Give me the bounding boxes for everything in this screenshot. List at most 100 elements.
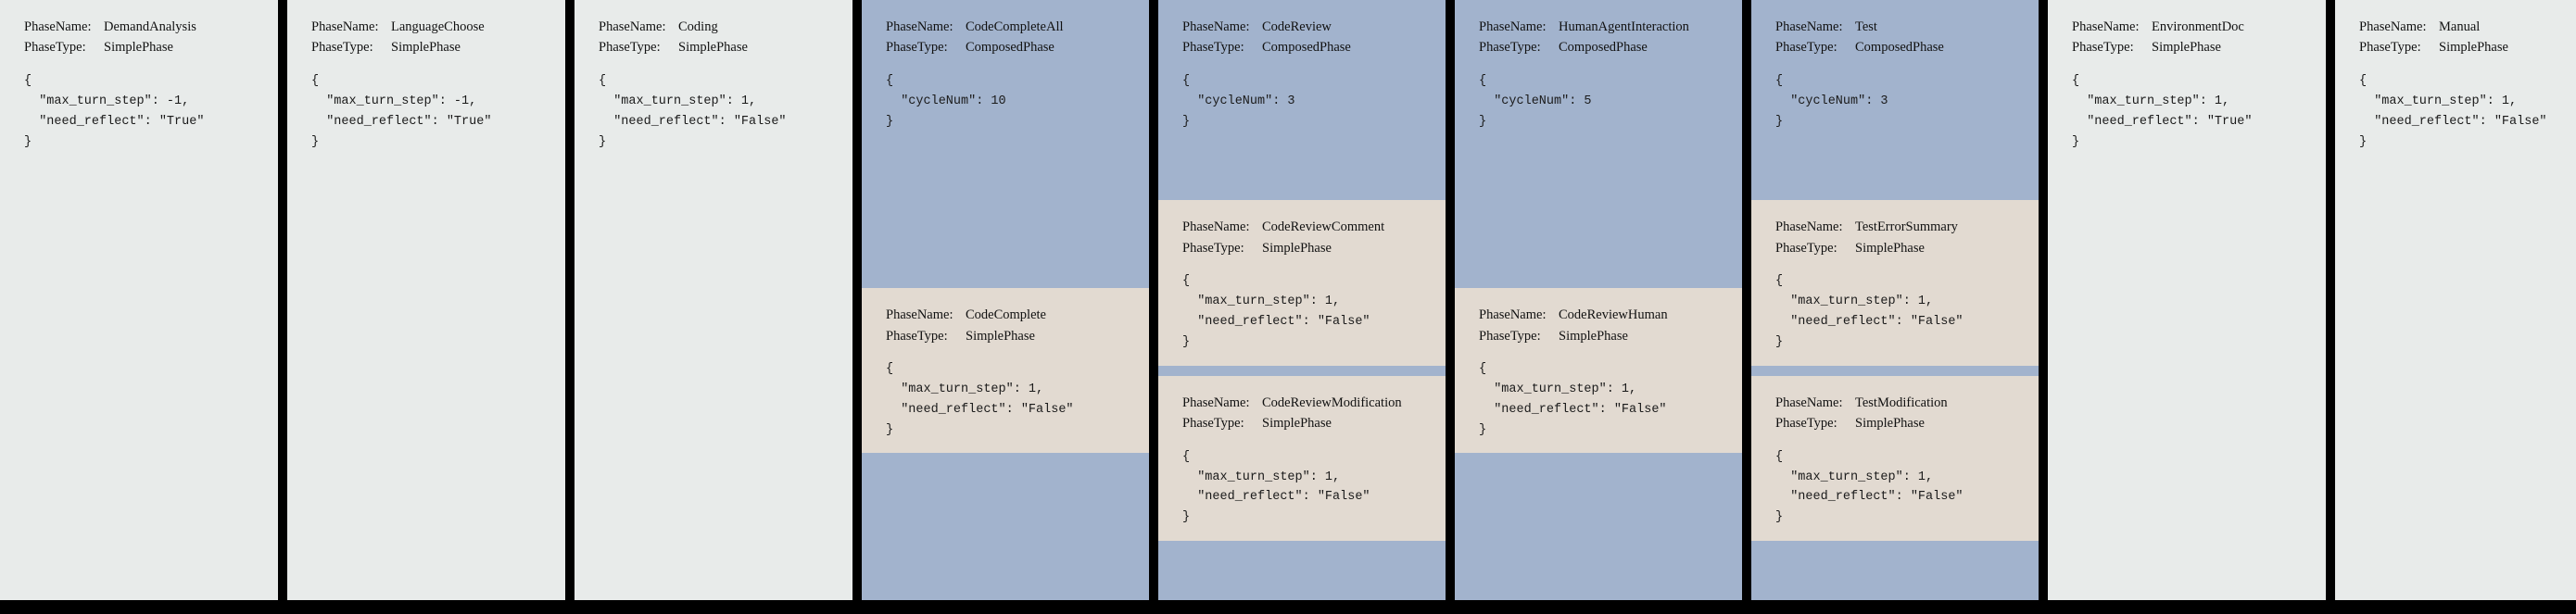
- phase-name-value: CodeCompleteAll: [966, 19, 1064, 34]
- phase-config-json: { "max_turn_step": 1, "need_reflect": "F…: [2359, 73, 2547, 149]
- composed-header-filler: [862, 141, 1149, 289]
- phase-type-value: SimplePhase: [1559, 328, 1628, 344]
- phase-type-row: PhaseType: ComposedPhase: [886, 37, 1125, 57]
- composed-footer-filler: [1158, 541, 1446, 600]
- phase-name-label: PhaseName:: [1479, 307, 1547, 323]
- phase-type-label: PhaseType:: [24, 40, 86, 56]
- card-filler: [2048, 161, 2326, 600]
- phase-name-label: PhaseName:: [311, 19, 379, 34]
- phase-name-row: PhaseName:LanguageChoose: [311, 17, 541, 37]
- phase-type-label: PhaseType:: [1479, 328, 1541, 344]
- phase-type-label: PhaseType:: [1775, 416, 1837, 432]
- composed-header-filler: [1158, 141, 1446, 201]
- phase-name-value: Manual: [2439, 19, 2481, 34]
- phase-config-json: { "cycleNum": 10 }: [886, 73, 1006, 129]
- phase-type-row: PhaseType:SimplePhase: [24, 37, 254, 57]
- phase-config-json: { "cycleNum": 3 }: [1775, 73, 1888, 129]
- phase-type-value: SimplePhase: [1262, 240, 1332, 256]
- phase-type-label: PhaseType:: [886, 40, 948, 56]
- phase-type-value: SimplePhase: [391, 40, 461, 56]
- composed-footer-filler: [1455, 453, 1742, 600]
- phase-type-row: PhaseType:ComposedPhase: [1479, 37, 1718, 57]
- phase-type-label: PhaseType:: [1182, 40, 1244, 56]
- phase-name-value: Test: [1855, 19, 1877, 34]
- phase-name-label: PhaseName:: [599, 19, 666, 34]
- phase-name-row: PhaseName:Test: [1775, 17, 2014, 37]
- phase-type-value: ComposedPhase: [966, 40, 1054, 56]
- subphase-config-json: { "max_turn_step": 1, "need_reflect": "F…: [1182, 274, 1370, 349]
- column-separator: [2326, 0, 2335, 614]
- phase-type-row: PhaseType:SimplePhase: [2359, 37, 2576, 57]
- column-separator: [565, 0, 575, 614]
- phase-type-value: SimplePhase: [1855, 416, 1925, 432]
- subphase-config-json: { "max_turn_step": 1, "need_reflect": "F…: [1479, 362, 1667, 437]
- phase-name-row: PhaseName:Coding: [599, 17, 828, 37]
- card-filler: [2335, 161, 2576, 600]
- column-separator: [1446, 0, 1455, 614]
- phase-type-label: PhaseType:: [1775, 40, 1837, 56]
- phase-name-label: PhaseName:: [1182, 19, 1250, 34]
- phase-name-label: PhaseName:: [1775, 395, 1843, 410]
- phase-name-label: PhaseName:: [2359, 19, 2427, 34]
- phase-name-value: TestErrorSummary: [1855, 219, 1958, 235]
- phase-type-value: SimplePhase: [1262, 416, 1332, 432]
- phase-name-row: PhaseName:CodeComplete: [886, 305, 1125, 325]
- phase-type-value: ComposedPhase: [1262, 40, 1351, 56]
- phase-name-label: PhaseName:: [24, 19, 92, 34]
- phase-type-label: PhaseType:: [2072, 40, 2134, 56]
- phase-name-row: PhaseName:CodeReviewModification: [1182, 393, 1421, 413]
- phase-name-row: PhaseName:TestErrorSummary: [1775, 217, 2014, 237]
- phase-name-value: HumanAgentInteraction: [1559, 19, 1689, 34]
- composed-footer-filler: [862, 453, 1149, 600]
- phase-name-row: PhaseName:CodeReviewComment: [1182, 217, 1421, 237]
- composed-header-filler: [1751, 141, 2039, 201]
- subphase-config-json: { "max_turn_step": 1, "need_reflect": "F…: [886, 362, 1074, 437]
- phase-name-row: PhaseName:HumanAgentInteraction: [1479, 17, 1718, 37]
- phase-config-json: { "max_turn_step": -1, "need_reflect": "…: [24, 73, 205, 149]
- phase-type-row: PhaseType:SimplePhase: [599, 37, 828, 57]
- subphase-config-json: { "max_turn_step": 1, "need_reflect": "F…: [1775, 274, 1964, 349]
- phase-type-row: PhaseType:SimplePhase: [1182, 413, 1421, 433]
- bottom-frame-bar: [0, 600, 2576, 614]
- phase-config-json: { "cycleNum": 3 }: [1182, 73, 1295, 129]
- phase-config-json: { "max_turn_step": -1, "need_reflect": "…: [311, 73, 492, 149]
- column-separator: [278, 0, 287, 614]
- composed-footer-filler: [1751, 541, 2039, 600]
- phase-type-row: PhaseType:SimplePhase: [1775, 238, 2014, 258]
- card-filler: [287, 161, 565, 600]
- phase-name-value: CodeReviewModification: [1262, 395, 1402, 410]
- phase-name-label: PhaseName:: [2072, 19, 2140, 34]
- phase-name-row: PhaseName:DemandAnalysis: [24, 17, 254, 37]
